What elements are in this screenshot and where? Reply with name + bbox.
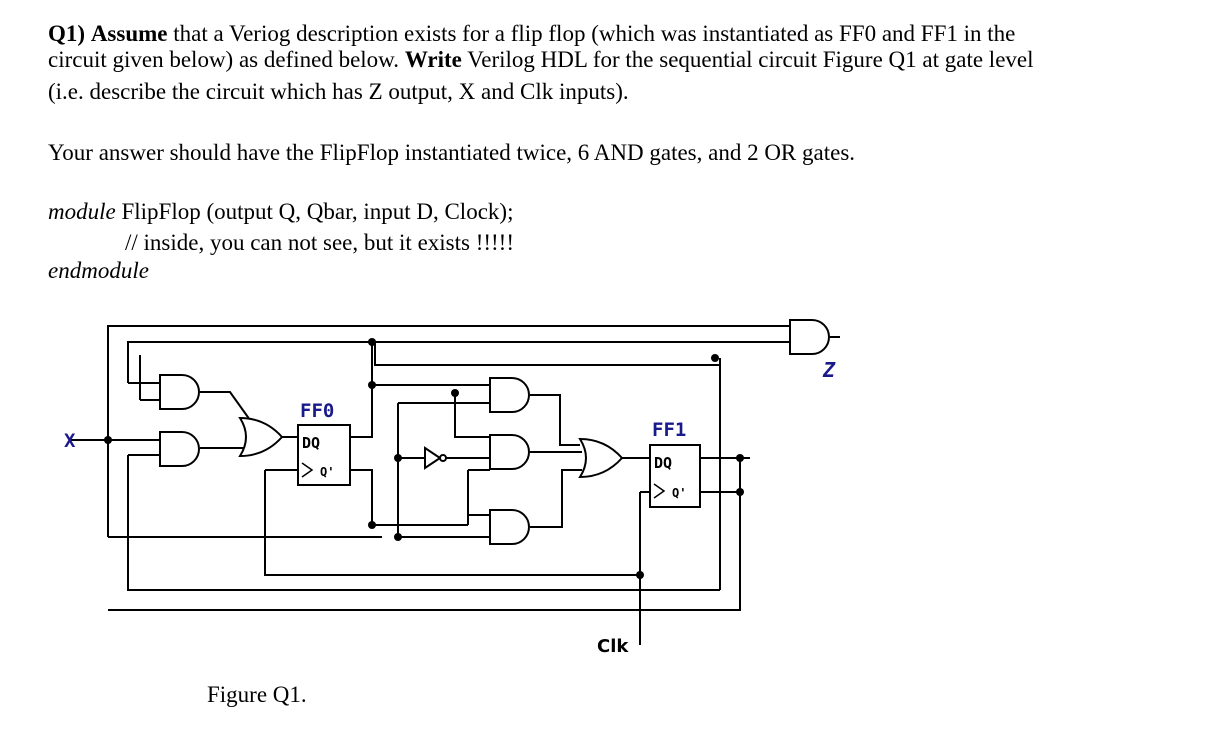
- junction-dot: [636, 571, 644, 579]
- not-gate-bubble: [439, 454, 447, 462]
- ff1-label: FF1: [652, 419, 686, 441]
- z-output-label: Z: [822, 358, 836, 382]
- assume-word: Assume: [90, 21, 168, 46]
- and-gate-1: [159, 374, 200, 410]
- or-gate-1: [578, 437, 624, 479]
- ff0-qbar-label: Q': [320, 465, 334, 479]
- question-number: Q1): [48, 21, 86, 46]
- not-gate-triangle: [424, 446, 442, 470]
- wire-and3-out: [530, 394, 580, 446]
- question-line-1: Q1) Assume that a Veriog description exi…: [48, 21, 1015, 47]
- wire-and5-out: [530, 469, 582, 528]
- wire-ff0-q: [350, 344, 373, 438]
- or-gate-0: [238, 416, 284, 458]
- endmodule-keyword: endmodule: [48, 258, 149, 283]
- wire-and2-feed: [127, 455, 720, 591]
- junction-dot: [104, 436, 112, 444]
- question-line-3: (i.e. describe the circuit which has Z o…: [48, 79, 629, 104]
- wire-and1-out: [200, 391, 251, 421]
- ff0-dq-label: DQ: [302, 434, 320, 452]
- or-gates: [238, 416, 624, 479]
- junction-dot: [451, 389, 459, 397]
- module-signature: FlipFlop (output Q, Qbar, input D, Clock…: [115, 199, 514, 224]
- question-line-2-after: Verilog HDL for the sequential circuit F…: [461, 47, 1034, 72]
- x-input-label: X: [64, 430, 76, 452]
- junction-dot: [394, 533, 402, 541]
- question-line-2: circuit given below) as defined below. W…: [48, 47, 1034, 73]
- instruction-text: Your answer should have the FlipFlop ins…: [48, 140, 856, 165]
- question-line-2-before: circuit given below) as defined below.: [48, 47, 405, 72]
- and-gate-3: [489, 377, 530, 413]
- junction-dot: [368, 338, 376, 346]
- circuit-labels: FF0 FF1 DQ DQ Q' Q' X Z Clk: [64, 358, 836, 657]
- not-gate: [424, 446, 447, 470]
- question-line-1-text: that a Veriog description exists for a f…: [167, 21, 1016, 46]
- ff1-qbar-label: Q': [672, 486, 686, 500]
- module-comment: // inside, you can not see, but it exist…: [125, 230, 515, 255]
- junction-dots: [104, 338, 744, 579]
- and-gate-6-z: [789, 319, 830, 355]
- junction-dot: [736, 488, 744, 496]
- ff1-clock-triangle: [653, 483, 666, 499]
- junction-dot: [368, 381, 376, 389]
- module-declaration: module FlipFlop (output Q, Qbar, input D…: [48, 199, 513, 225]
- wire-ff0-q-bus: [374, 342, 720, 366]
- wires: [70, 325, 790, 645]
- wire-second-feedback: [127, 341, 790, 383]
- ff1-dq-label: DQ: [654, 454, 672, 472]
- ff0-box: [297, 424, 351, 486]
- ff1-box: [649, 444, 701, 508]
- junction-dot: [736, 454, 744, 462]
- write-word: Write: [404, 47, 462, 72]
- ff0-clock-triangle: [301, 462, 314, 478]
- junction-dot: [368, 521, 376, 529]
- flip-flop-ff0: [297, 424, 351, 486]
- wire-clk-bus: [264, 470, 640, 576]
- ff0-label: FF0: [300, 400, 334, 422]
- junction-dot: [711, 354, 719, 362]
- junction-dot: [394, 454, 402, 462]
- figure-caption: Figure Q1.: [207, 682, 307, 707]
- and-gate-5: [489, 509, 530, 545]
- and-gates: [159, 319, 830, 545]
- flip-flop-ff1: [649, 444, 701, 508]
- wire-ff1-q: [108, 458, 741, 611]
- clk-input-label: Clk: [597, 636, 629, 657]
- and-gate-2: [159, 431, 200, 467]
- and-gate-4: [489, 434, 530, 470]
- wire-and4-in-a: [454, 393, 490, 438]
- module-keyword: module: [48, 199, 116, 224]
- wire-ff0-qbar: [350, 469, 380, 526]
